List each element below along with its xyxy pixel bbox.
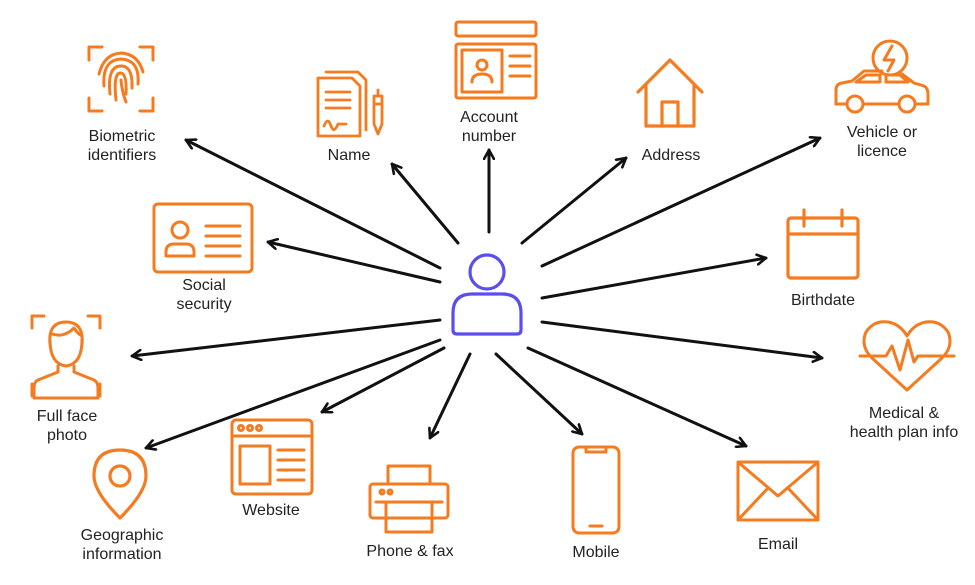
- heart-pulse-icon: [858, 320, 956, 392]
- electric-car-icon: [834, 39, 930, 114]
- label-address: Address: [641, 147, 701, 164]
- printer-icon: [368, 464, 450, 534]
- arrow-to-name: [390, 162, 460, 245]
- label-biometric: Biometric identifiers: [87, 128, 157, 164]
- label-birthdate: Birthdate: [790, 292, 856, 309]
- arrow-to-biometric: [184, 140, 442, 270]
- account-card-icon: [454, 20, 538, 100]
- label-account: Account number: [460, 109, 518, 145]
- label-phone: Phone & fax: [366, 543, 454, 560]
- arrow-to-social: [266, 242, 442, 284]
- label-email: Email: [757, 536, 798, 553]
- arrow-to-email: [526, 346, 748, 446]
- house-icon: [636, 58, 704, 128]
- label-face: Full face photo: [36, 408, 98, 444]
- smartphone-icon: [571, 445, 621, 535]
- browser-window-icon: [230, 418, 314, 496]
- id-card-icon: [152, 202, 254, 274]
- arrow-to-website: [320, 346, 446, 412]
- label-vehicle: Vehicle or licence: [846, 124, 918, 160]
- user-icon: [451, 253, 523, 336]
- fingerprint-icon: [87, 45, 155, 113]
- label-social: Social security: [176, 277, 232, 313]
- document-pen-icon: [316, 70, 384, 138]
- face-scan-icon: [30, 314, 102, 400]
- arrow-to-vehicle: [540, 138, 822, 268]
- envelope-icon: [736, 460, 820, 522]
- map-pin-icon: [92, 448, 148, 520]
- label-name: Name: [327, 147, 371, 164]
- label-medical: Medical & health plan info: [849, 405, 959, 441]
- arrow-to-address: [520, 156, 628, 245]
- arrow-to-mobile: [494, 352, 584, 436]
- label-geo: Geographic information: [80, 527, 164, 563]
- arrow-to-face: [130, 318, 442, 356]
- arrow-to-birthdate: [540, 258, 768, 300]
- calendar-icon: [786, 208, 860, 280]
- label-mobile: Mobile: [572, 544, 620, 561]
- label-website: Website: [242, 502, 300, 519]
- arrow-to-medical: [540, 320, 824, 358]
- arrow-to-phone: [430, 352, 472, 440]
- arrow-to-geo: [144, 338, 442, 448]
